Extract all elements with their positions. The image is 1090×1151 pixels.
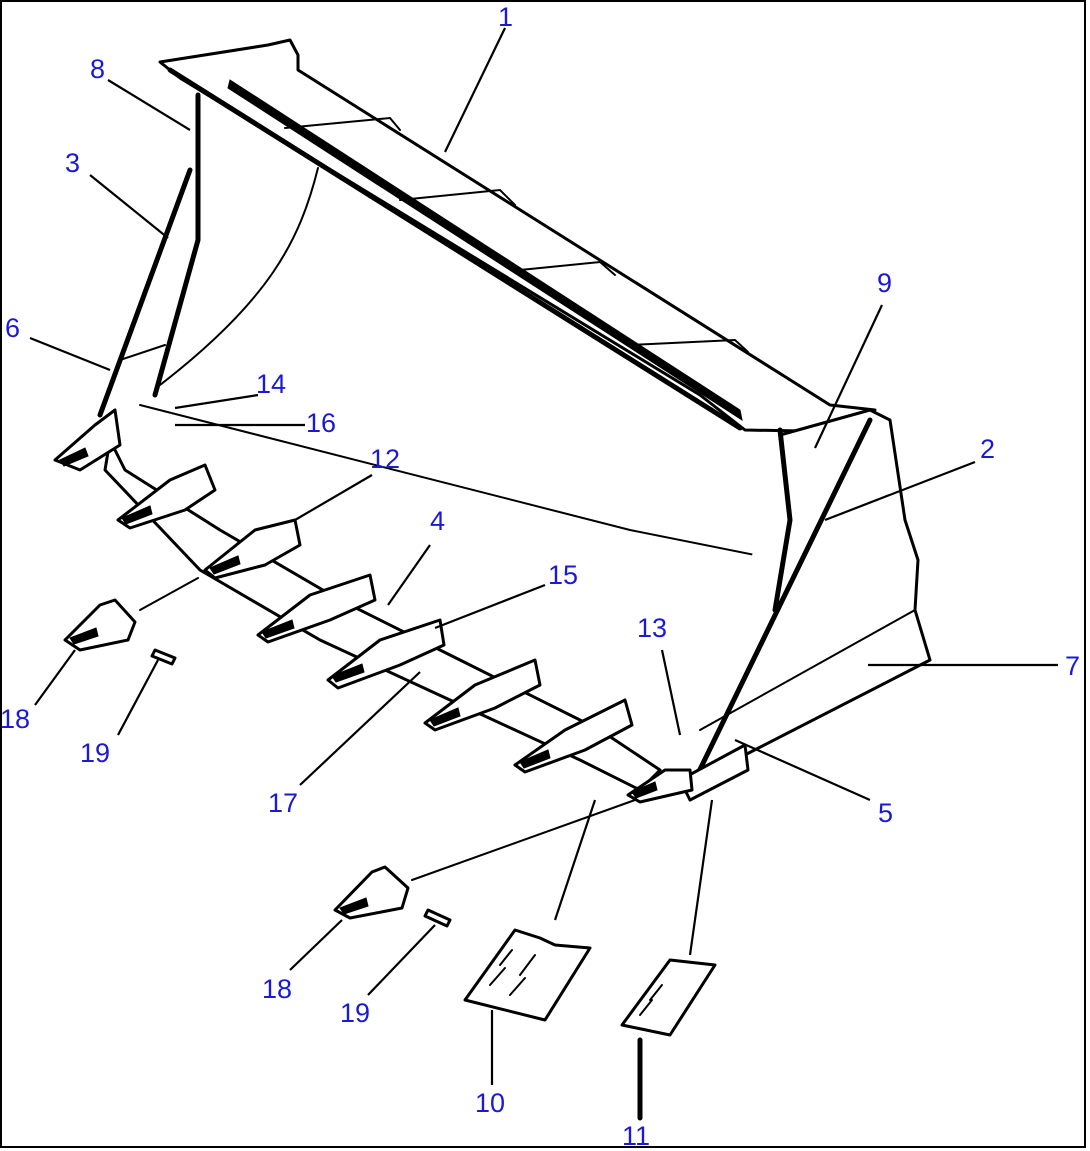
left-side-rib bbox=[119, 344, 166, 361]
callout-10: 10 bbox=[475, 1088, 505, 1118]
callout-9: 9 bbox=[877, 268, 892, 298]
leader-18a bbox=[34, 649, 76, 706]
callout-15: 15 bbox=[548, 560, 578, 590]
callout-14: 14 bbox=[256, 369, 286, 399]
exploded-tip-bottom bbox=[333, 799, 636, 928]
leader-10-up bbox=[553, 799, 597, 921]
bucket-back-curve bbox=[159, 167, 319, 386]
teeth-row bbox=[53, 408, 694, 804]
leader-4 bbox=[387, 544, 431, 606]
tooth-3 bbox=[203, 518, 302, 580]
callout-8: 8 bbox=[90, 54, 105, 84]
spill-guard-shadow bbox=[227, 79, 743, 422]
right-side-inner-edge bbox=[772, 427, 793, 613]
callout-19-bottom: 19 bbox=[340, 998, 370, 1028]
callout-17: 17 bbox=[268, 788, 298, 818]
wear-plate-10 bbox=[463, 928, 592, 1022]
callout-13: 13 bbox=[637, 613, 667, 643]
callout-18-left: 18 bbox=[0, 704, 30, 734]
left-side-plate bbox=[97, 92, 201, 418]
explode-line-left bbox=[139, 577, 199, 611]
right-side-plate bbox=[678, 408, 932, 802]
left-side-front-edge bbox=[97, 167, 193, 418]
callout-4: 4 bbox=[430, 506, 445, 536]
explode-line-bottom bbox=[411, 799, 636, 881]
leader-1 bbox=[444, 27, 506, 153]
leader-12 bbox=[294, 474, 373, 521]
pin-left bbox=[150, 648, 177, 666]
rib-1 bbox=[284, 116, 401, 131]
callout-12: 12 bbox=[370, 444, 400, 474]
tooth-5 bbox=[326, 618, 446, 690]
leader-19a bbox=[117, 659, 159, 736]
bucket-body bbox=[139, 167, 781, 561]
spill-guard-edge bbox=[167, 67, 743, 431]
spill-guard-plate bbox=[158, 38, 877, 434]
left-side-rear-edge bbox=[152, 92, 201, 398]
callout-18-bottom: 18 bbox=[262, 974, 292, 1004]
spill-guard bbox=[158, 38, 877, 434]
leader-8 bbox=[107, 79, 191, 131]
bucket-floor-line bbox=[139, 404, 781, 561]
leader-5 bbox=[734, 738, 871, 802]
callout-16: 16 bbox=[306, 408, 336, 438]
rib-2 bbox=[399, 188, 516, 206]
callout-5: 5 bbox=[878, 798, 893, 828]
leader-9 bbox=[814, 304, 883, 449]
callout-19-left: 19 bbox=[80, 738, 110, 768]
callout-2: 2 bbox=[980, 434, 995, 464]
leader-14 bbox=[174, 393, 259, 410]
leader-18b bbox=[289, 919, 343, 971]
pin-bottom bbox=[423, 908, 452, 928]
tooth-7 bbox=[513, 698, 634, 774]
callout-7: 7 bbox=[1065, 651, 1080, 681]
callout-6: 6 bbox=[5, 313, 20, 343]
leader-13 bbox=[660, 649, 682, 736]
exploded-tip-left bbox=[63, 577, 199, 666]
leader-3 bbox=[89, 174, 169, 239]
leader-lines bbox=[29, 27, 1058, 1121]
leader-6 bbox=[29, 336, 111, 372]
rib-4 bbox=[629, 338, 749, 353]
wear-plate-11 bbox=[620, 958, 717, 1037]
leader-11-up bbox=[688, 799, 714, 956]
tooth-8 bbox=[626, 768, 694, 804]
callout-11: 11 bbox=[622, 1121, 650, 1151]
leader-15 bbox=[434, 583, 546, 630]
rib-3 bbox=[519, 260, 616, 276]
tooth-4 bbox=[256, 573, 377, 644]
right-side-front-edge bbox=[687, 417, 873, 793]
leader-19b bbox=[367, 924, 436, 996]
tooth-1 bbox=[53, 408, 122, 472]
right-side-outer bbox=[698, 408, 932, 782]
callout-3: 3 bbox=[65, 148, 80, 178]
callout-1: 1 bbox=[498, 2, 513, 32]
right-wear-plate bbox=[678, 743, 750, 802]
tooth-2 bbox=[116, 463, 217, 530]
leader-17 bbox=[299, 671, 421, 786]
tooth-6 bbox=[423, 658, 542, 732]
leader-2 bbox=[824, 460, 976, 522]
right-side-mid-line bbox=[699, 609, 916, 731]
